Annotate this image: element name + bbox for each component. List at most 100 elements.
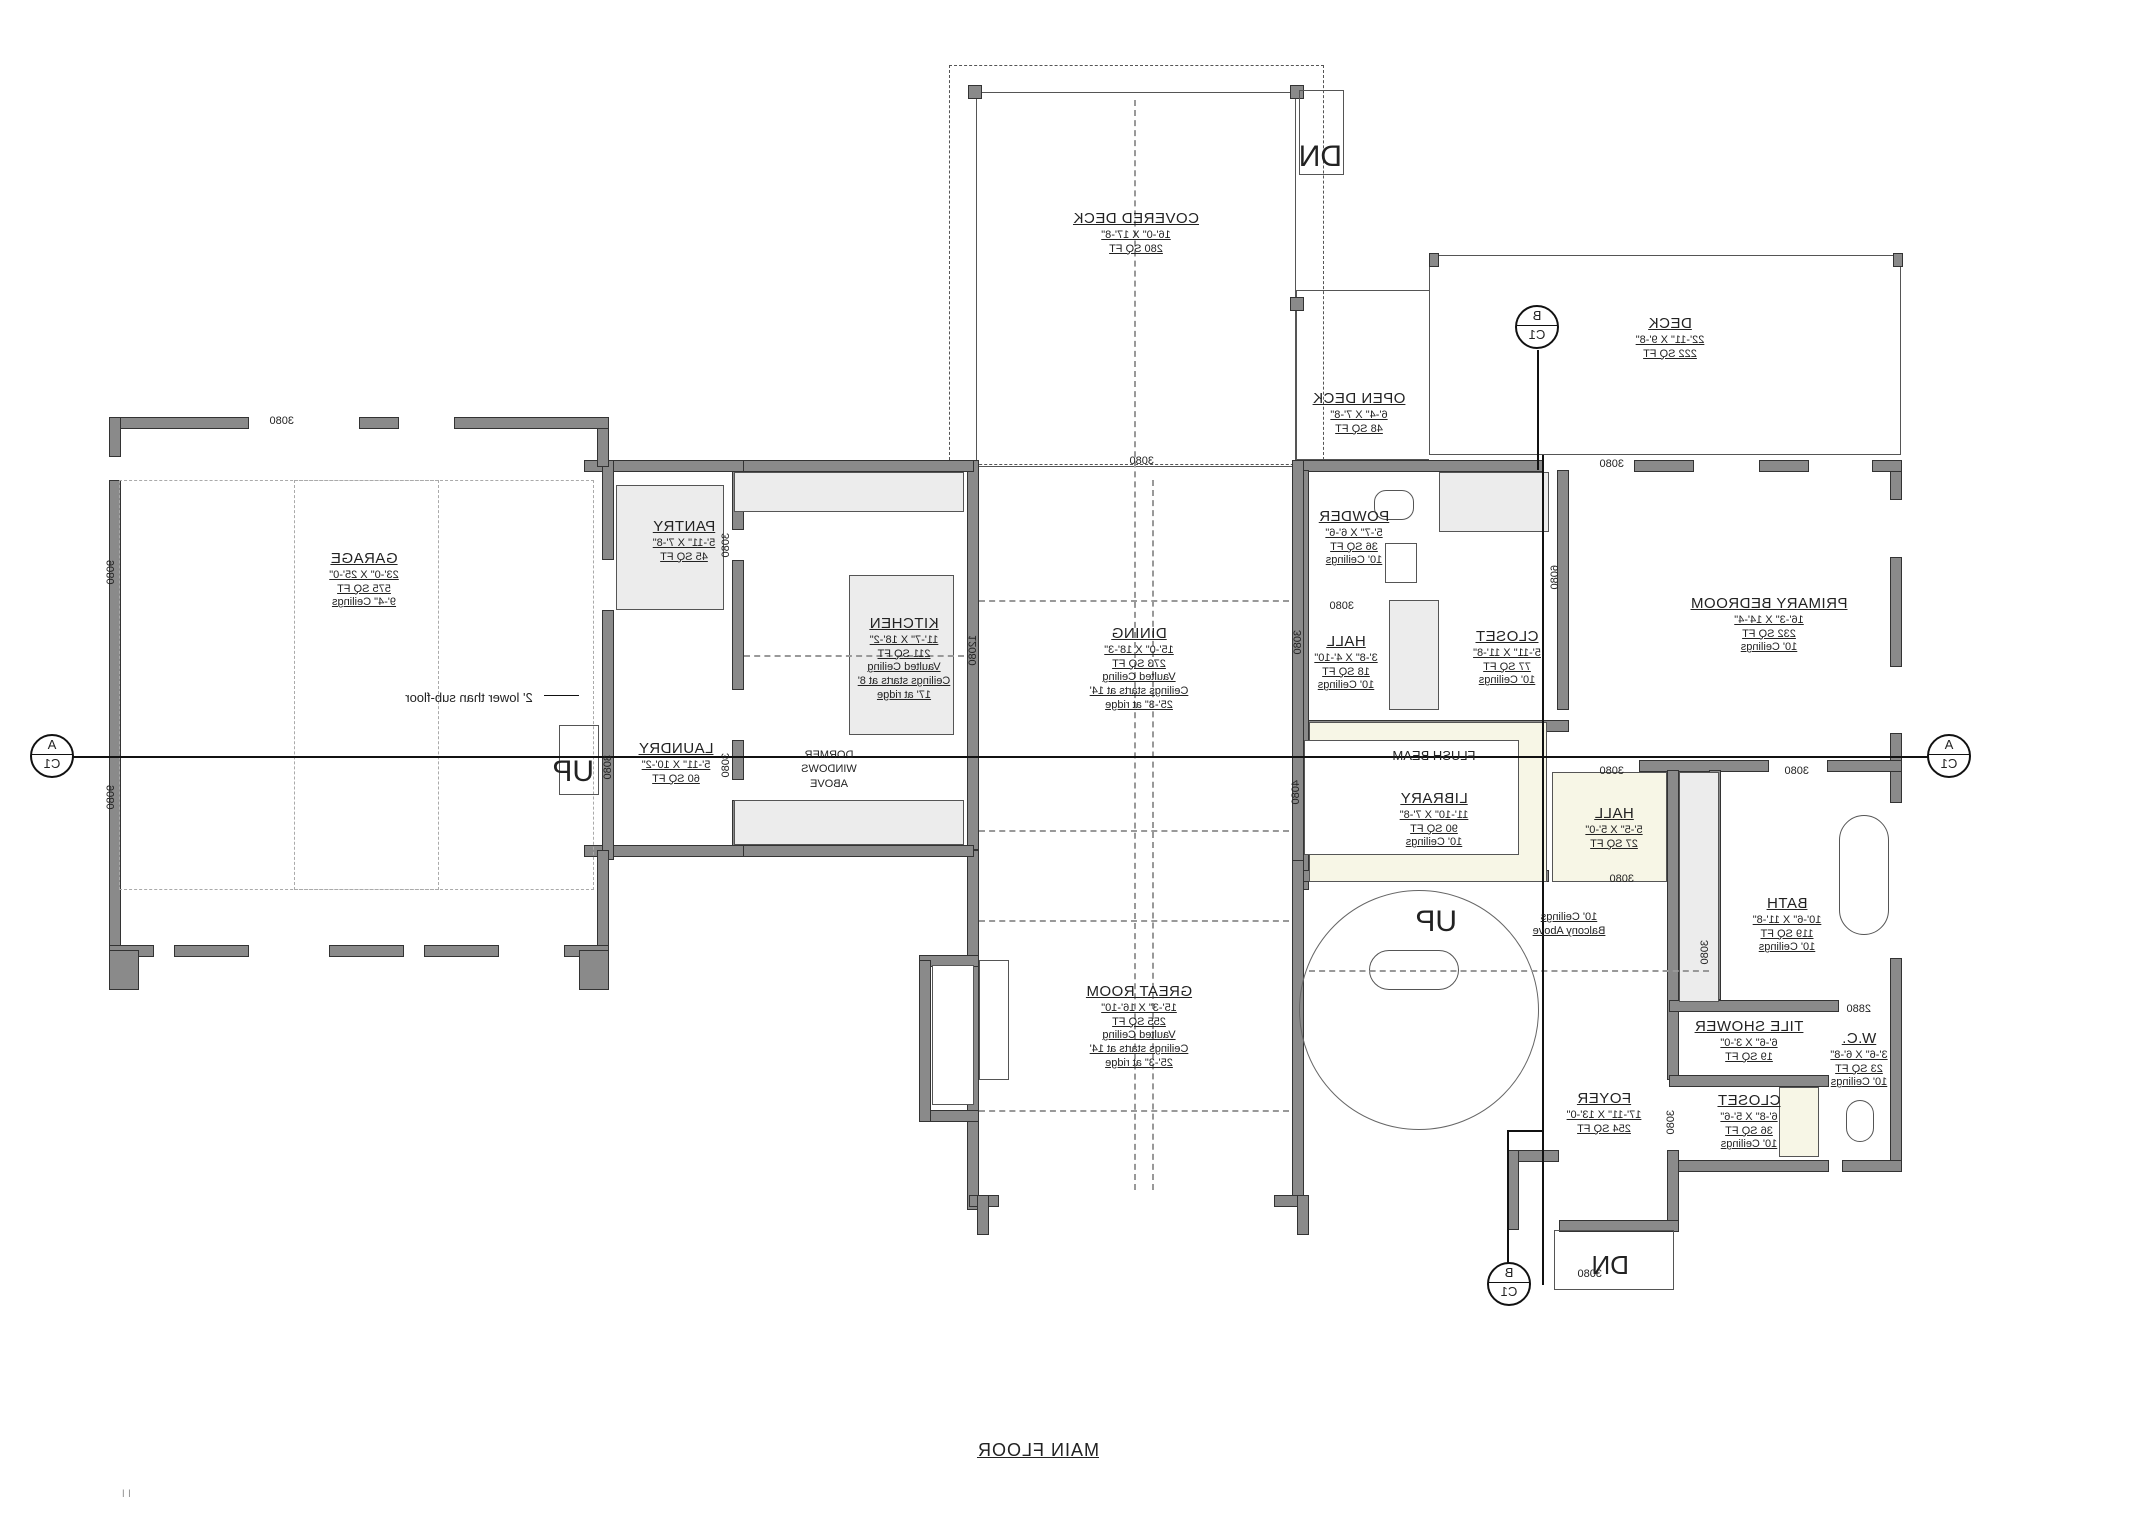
- wall: [1667, 1150, 1679, 1230]
- ceiling-line: [1309, 970, 1709, 972]
- wall: [109, 950, 139, 990]
- stair-label-dn-deck: DN: [1298, 140, 1342, 173]
- door-tag: 3080: [269, 415, 294, 427]
- door-tag: 3080: [1784, 765, 1809, 777]
- wall: [359, 417, 399, 429]
- wall: [424, 945, 499, 957]
- door-tag: 3080: [1599, 458, 1624, 470]
- room-label-closet-lower: CLOSET 6'-8" X 5'-6" 36 SQ FT 10' Ceilin…: [1717, 1092, 1781, 1151]
- ceiling-line: [979, 920, 1289, 922]
- sub-floor-note: 2' lower than sub-floor: [405, 690, 533, 705]
- room-label-powder: POWDER 5'-7" X 6'-6" 36 SQ FT 10' Ceilin…: [1318, 508, 1390, 567]
- wall: [734, 845, 974, 857]
- room-label-great-room: GREAT ROOM 15'-3" X 16'-10" 255 SQ FT Va…: [1085, 983, 1193, 1069]
- wall: [1890, 958, 1902, 1168]
- wall: [329, 945, 404, 957]
- wall: [734, 460, 974, 472]
- door-tag: 3080: [720, 753, 732, 778]
- leader-line: [544, 695, 579, 696]
- ceiling-line: [979, 830, 1289, 832]
- door-tag: 12080: [967, 635, 979, 666]
- section-line-b: [1507, 1130, 1509, 1280]
- door-tag: 3080: [1599, 765, 1624, 777]
- wall: [1297, 1195, 1309, 1235]
- ceiling-line: [979, 600, 1289, 602]
- wall: [1842, 1160, 1902, 1172]
- wall: [174, 945, 249, 957]
- room-label-library: LIBRARY 11'-10" X 7'-8" 90 SQ FT 10' Cei…: [1399, 790, 1469, 849]
- room-label-dining: DINING 15'-0" X 18'-3" 273 SQ FT Vaulted…: [1089, 625, 1189, 711]
- room-label-kitchen: KITCHEN 11'-7" X 18'-2" 211 SQ FT Vaulte…: [857, 615, 951, 701]
- range: [979, 960, 1009, 1080]
- door-tag: 3080: [1665, 1110, 1677, 1135]
- covered-deck-frame: [976, 92, 1296, 467]
- wall: [1890, 557, 1902, 667]
- post: [1429, 253, 1439, 267]
- door-tag: 9080: [105, 560, 117, 585]
- post: [1290, 297, 1304, 311]
- closet-shelving: [1389, 600, 1439, 710]
- wall: [1759, 460, 1809, 472]
- wall: [109, 417, 121, 457]
- closet-built-in: [1779, 1087, 1819, 1157]
- section-marker-b-top[interactable]: B C1: [1515, 305, 1559, 349]
- garage-bay: [119, 480, 439, 890]
- door-tag: 3080: [1329, 600, 1354, 612]
- post: [968, 85, 982, 99]
- fireplace: [932, 965, 974, 1105]
- room-label-open-deck: OPEN DECK 6'-4" X 7'-8" 48 SQ FT: [1312, 390, 1406, 435]
- wall: [1557, 470, 1569, 710]
- room-label-wc: W.C. 3'-6" X 6'-8" 23 SQ FT 10' Ceilings: [1830, 1030, 1888, 1089]
- kitchen-counter: [734, 472, 964, 512]
- door-tag: 3080: [1609, 873, 1634, 885]
- room-label-pantry: PANTRY 5'-11" X 7'-8" 45 SQ FT: [652, 518, 716, 563]
- section-marker-a-right[interactable]: A C1: [30, 734, 74, 778]
- section-line-b: [1509, 1130, 1544, 1132]
- kitchen-counter: [734, 800, 964, 845]
- section-line-b: [1537, 350, 1539, 470]
- wall: [579, 950, 609, 990]
- door-tag: 6080: [1549, 565, 1561, 590]
- section-marker-a-left[interactable]: A C1: [1927, 734, 1971, 778]
- vanity: [1679, 772, 1719, 1002]
- stair-ceiling-note: 10' Ceilings Balcony Above: [1532, 911, 1606, 938]
- section-line-a: [59, 756, 1949, 758]
- door-tag: 3080: [720, 533, 732, 558]
- wall: [602, 460, 614, 560]
- page-mark: I I: [121, 1488, 131, 1500]
- section-line-b: [1542, 455, 1544, 1285]
- room-label-bath: BATH 10'-6" X 11'-8" 119 SQ FT 10' Ceili…: [1752, 895, 1822, 954]
- section-marker-b-bottom[interactable]: B C1: [1487, 1262, 1531, 1306]
- ceiling-line: [1152, 480, 1154, 1190]
- wall: [977, 1195, 989, 1235]
- door-tag: 3080: [1292, 630, 1304, 655]
- room-label-hall-upper: HALL 3'-8" X 4'-10" 18 SQ FT 10' Ceiling…: [1314, 633, 1378, 692]
- wall: [732, 740, 744, 780]
- wall: [1669, 1075, 1829, 1087]
- room-label-closet-primary: CLOSET 5'-11" X 11'-8" 77 SQ FT 10' Ceil…: [1473, 628, 1541, 687]
- room-label-garage: GARAGE 23'-0" X 25'-0" 575 SQ FT 9'-4" C…: [329, 550, 399, 609]
- wall: [1634, 460, 1694, 472]
- door-tag: 4080: [1290, 780, 1302, 805]
- sink: [1385, 543, 1417, 583]
- wall: [732, 560, 744, 690]
- door-tag: 3080: [602, 755, 614, 780]
- room-label-deck: DECK 22'-11" X 9'-8" 222 SQ FT: [1635, 315, 1705, 360]
- wall: [1639, 760, 1769, 772]
- door-tag: 2880: [1846, 1003, 1871, 1015]
- wall: [1669, 1160, 1829, 1172]
- wall: [1667, 770, 1679, 1080]
- wall: [1294, 460, 1544, 472]
- wall: [1292, 460, 1304, 880]
- room-label-hall-lower: HALL 5'-5" X 5'-0" 27 SQ FT: [1585, 805, 1643, 850]
- door-tag: 3080: [1699, 940, 1711, 965]
- wall: [1827, 760, 1902, 772]
- bathtub: [1839, 815, 1889, 935]
- door-tag: 9080: [105, 785, 117, 810]
- room-label-tile-shower: TILE SHOWER 6'-6" X 3'-0" 19 SQ FT: [1694, 1018, 1804, 1063]
- wall: [1872, 460, 1902, 472]
- wall: [602, 610, 614, 860]
- ceiling-line: [979, 1110, 1289, 1112]
- door-tag: 3080: [1577, 1268, 1602, 1280]
